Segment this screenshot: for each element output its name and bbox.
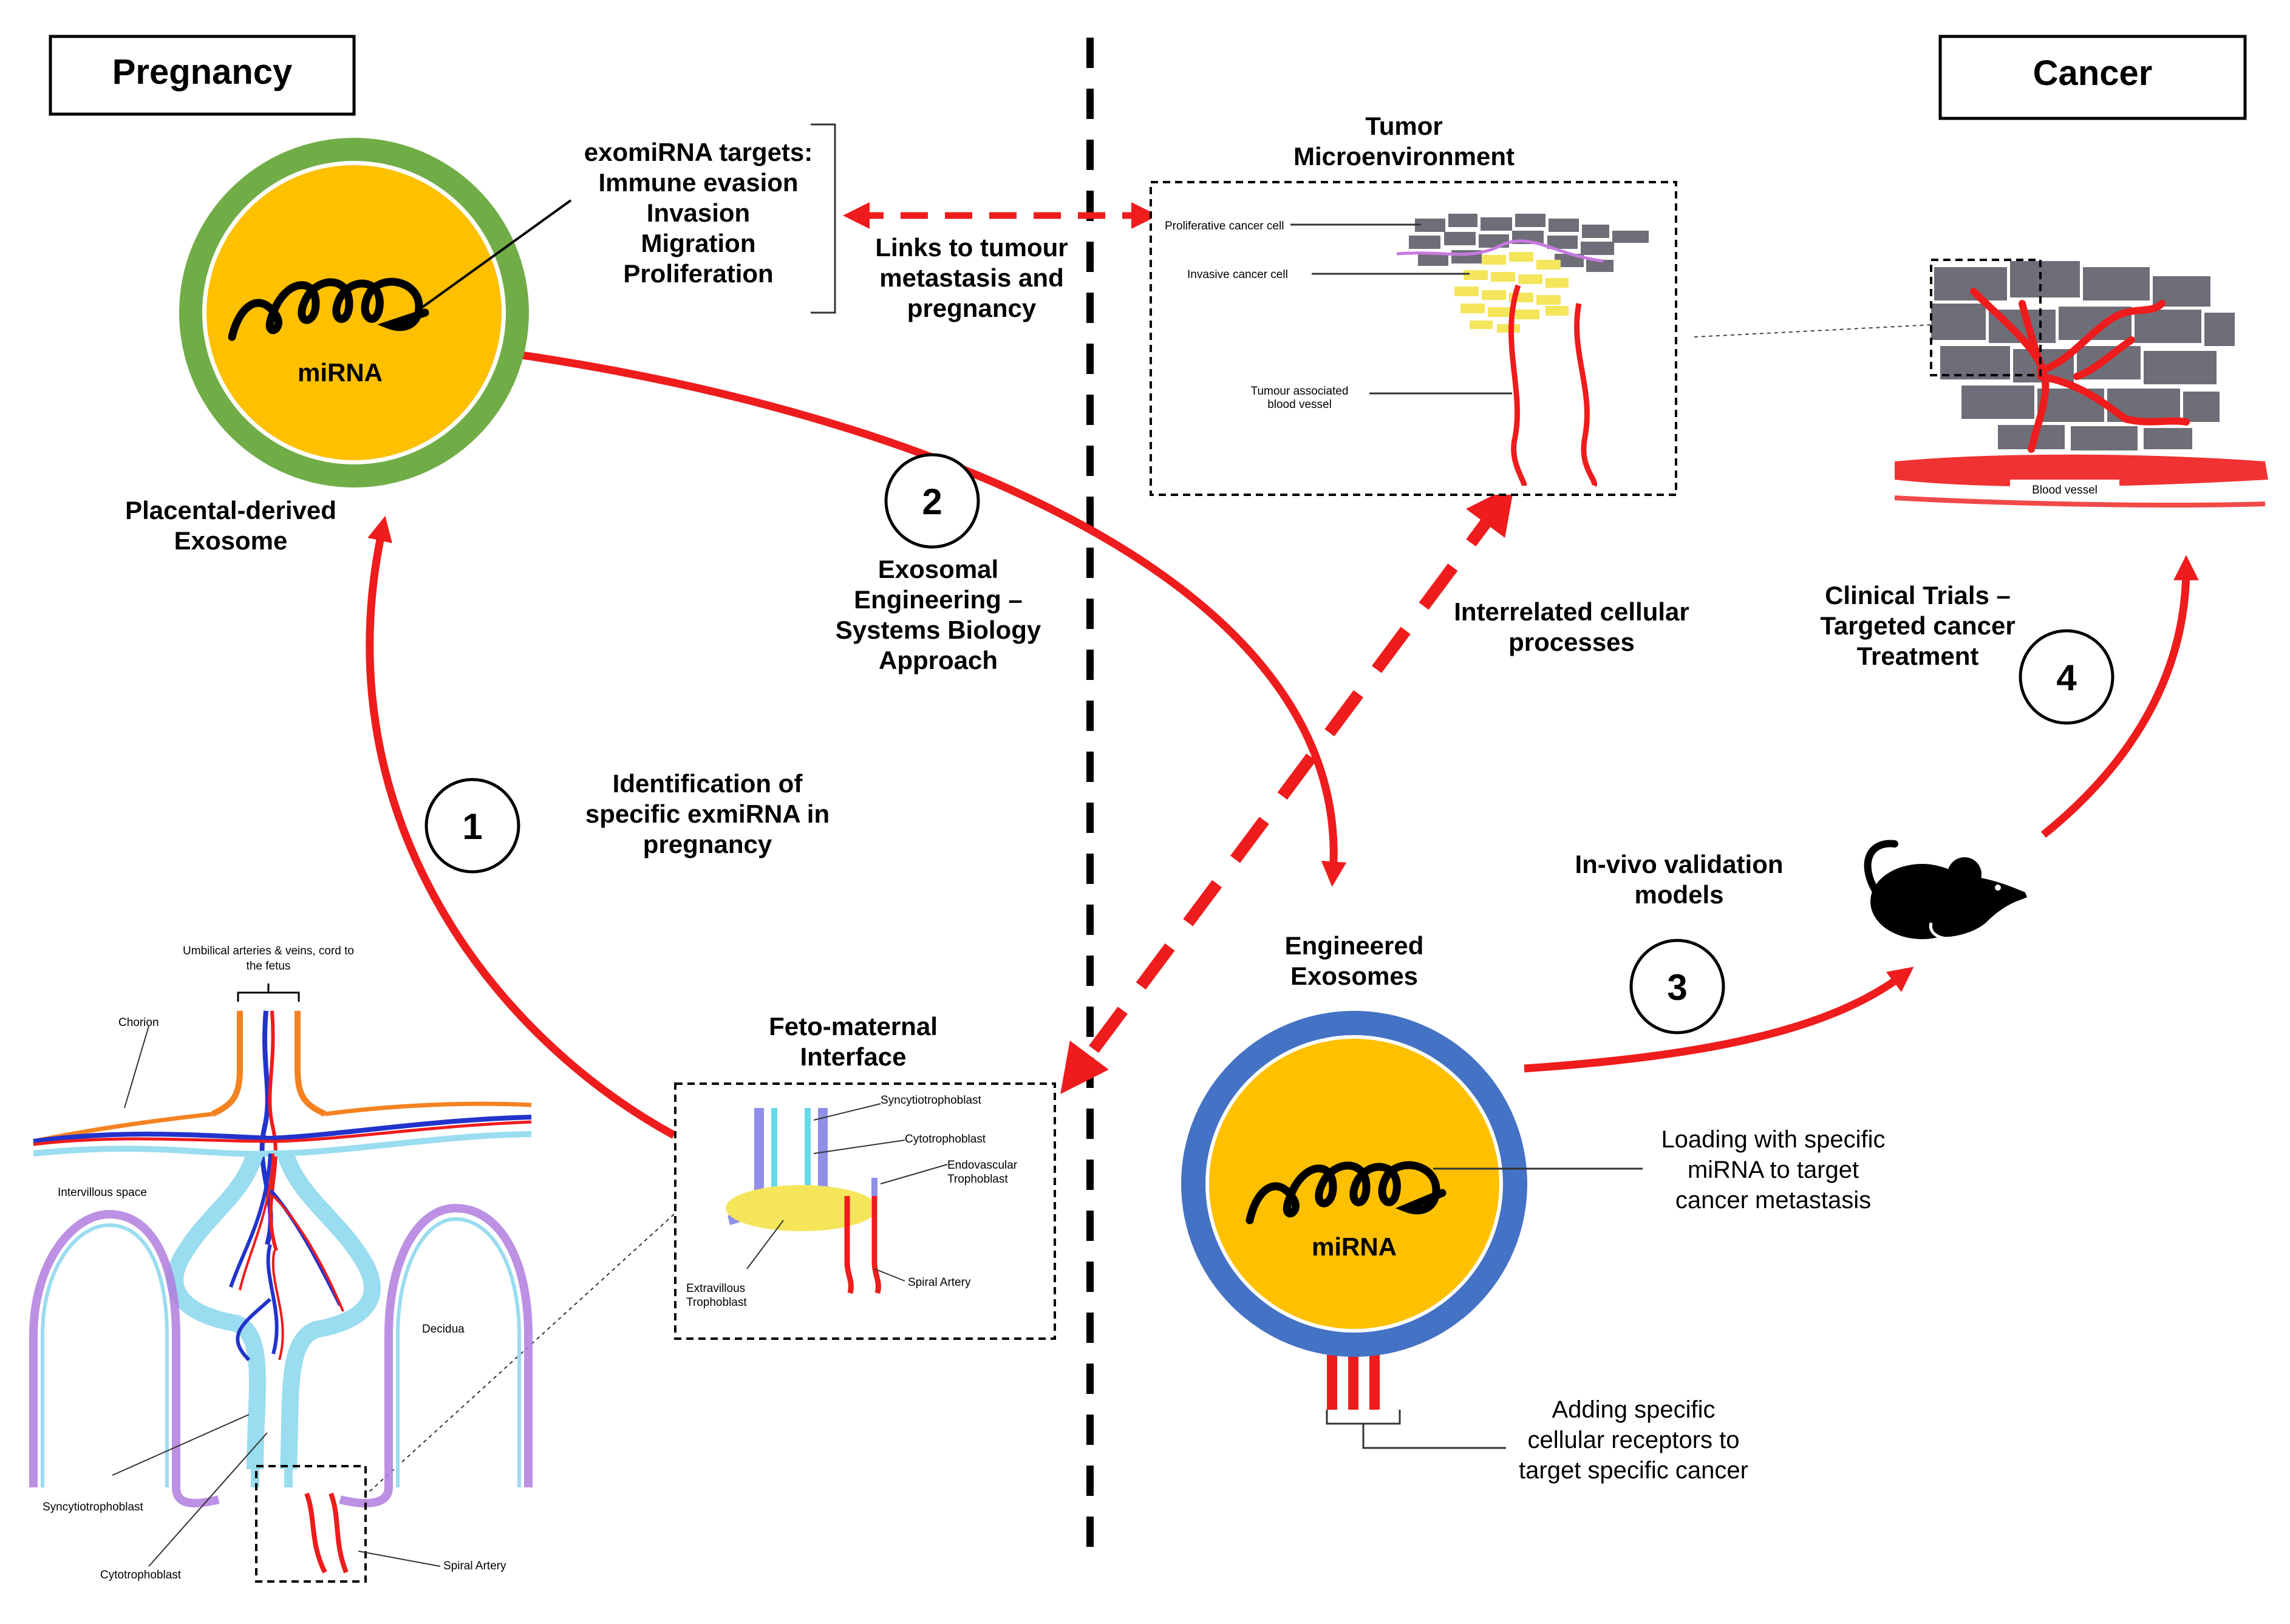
tumor-title-2: Microenvironment (1293, 142, 1515, 171)
placental-exosome-caption-1: Placental-derived (125, 496, 336, 525)
feto-title-1: Feto-maternal (769, 1012, 938, 1041)
step-2-text: Engineering – (854, 585, 1023, 614)
pregnancy-header: Pregnancy (49, 35, 356, 116)
step-1-text: pregnancy (643, 830, 772, 858)
links-label-3: pregnancy (907, 294, 1037, 322)
arrow-step-4 (2040, 555, 2199, 838)
placenta-label-decidua: Decidua (422, 1323, 465, 1336)
placenta-label-cyto: Cytotrophoblast (100, 1569, 182, 1582)
step-2-text: Systems Biology (836, 616, 1041, 644)
tumor-label-vessel-1: Tumour associated (1251, 385, 1349, 398)
cancer-header: Cancer (1938, 35, 2247, 120)
step-number-3: 3 (1667, 967, 1687, 1008)
placental-mirna-label: miRNA (298, 358, 383, 387)
step-1-text: Identification of (613, 769, 803, 798)
tumour-vessel (1508, 284, 1527, 486)
tumor-label-vessel-2: blood vessel (1267, 398, 1332, 411)
step-4-text: Targeted cancer (1820, 611, 2015, 640)
mouse-icon (1864, 840, 2027, 940)
engineered-exosome: miRNA (1181, 1011, 1643, 1449)
decidua-right (339, 1203, 533, 1507)
engineered-mirna-strand-icon (1246, 1161, 1447, 1225)
receptors-text-3: target specific cancer (1519, 1457, 1748, 1484)
placental-exosome-caption-2: Exosome (174, 526, 288, 555)
step-number-1: 1 (462, 806, 482, 847)
engineered-title-1: Engineered (1285, 931, 1424, 960)
target-item: Immune evasion (598, 168, 798, 197)
feto-title-2: Interface (800, 1042, 906, 1071)
placenta-illustration: Umbilical arteries & veins, cord to the … (29, 945, 533, 1583)
step-circle-4: 4 (2019, 629, 2115, 725)
step-number-2: 2 (922, 481, 942, 522)
placenta-label-chorion: Chorion (118, 1016, 159, 1029)
step-4-text: Clinical Trials – (1825, 581, 2011, 610)
invasive-cells (1454, 252, 1569, 333)
feto-maternal-panel: Syncytiotrophoblast Cytotrophoblast Endo… (674, 1082, 1056, 1340)
step-circle-1: 1 (424, 778, 520, 874)
loading-text-2: miRNA to target (1688, 1157, 1859, 1183)
cancer-header-text: Cancer (2033, 53, 2153, 93)
placenta-label-cord-2: the fetus (247, 960, 291, 973)
blood-vessel-label: Blood vessel (2032, 484, 2097, 497)
feto-label-cyto: Cytotrophoblast (905, 1133, 986, 1146)
step-1-text: specific exmiRNA in (585, 800, 830, 828)
target-item: Proliferation (623, 259, 773, 288)
loading-text-1: Loading with specific (1661, 1126, 1885, 1153)
interrelated-label-2: processes (1508, 628, 1635, 656)
step-circle-2: 2 (884, 453, 980, 549)
arrow-step-1 (366, 515, 676, 1139)
arrow-step-3 (1524, 967, 1914, 1073)
decidua-left (29, 1209, 220, 1507)
feto-label-endovascular-1: Endovascular (947, 1159, 1018, 1172)
target-item: Migration (641, 229, 756, 257)
targets-title: exomiRNA targets: (584, 138, 813, 166)
placenta-label-intervillous: Intervillous space (58, 1186, 147, 1199)
placenta-label-spiral: Spiral Artery (443, 1560, 506, 1572)
extravillous-cells (726, 1185, 877, 1231)
step-2-text: Approach (879, 646, 998, 674)
receptors-text-1: Adding specific (1552, 1396, 1715, 1423)
tumor-label-invasive: Invasive cancer cell (1187, 268, 1288, 281)
step-4-text: Treatment (1857, 642, 1979, 670)
step-3-text: In-vivo validation (1575, 850, 1783, 878)
engineered-title-2: Exosomes (1290, 962, 1418, 990)
loading-text-3: cancer metastasis (1675, 1187, 1871, 1214)
step-circle-3: 3 (1629, 939, 1725, 1035)
receptor-bracket (1326, 1410, 1506, 1449)
pregnancy-header-text: Pregnancy (112, 52, 293, 92)
tumor-microenvironment-panel: Proliferative cancer cell Invasive cance… (1150, 181, 1677, 496)
interrelated-dashed-arrow (1060, 484, 1515, 1095)
feto-label-endovascular-2: Trophoblast (947, 1173, 1008, 1186)
step-3-text: models (1634, 880, 1723, 909)
cancer-tissue: Blood vessel (1894, 259, 2268, 508)
interrelated-label-1: Interrelated cellular (1454, 597, 1689, 626)
receptors-text-2: cellular receptors to (1527, 1427, 1739, 1453)
feto-label-extravillous-1: Extravillous (686, 1282, 745, 1295)
links-label-2: metastasis and (879, 263, 1063, 292)
step-2-text: Exosomal (878, 555, 998, 583)
target-item: Invasion (647, 199, 750, 227)
step-number-4: 4 (2056, 657, 2077, 698)
tumor-label-proliferative: Proliferative cancer cell (1165, 220, 1284, 233)
placenta-label-cord-1: Umbilical arteries & veins, cord to (183, 945, 354, 957)
engineered-mirna-label: miRNA (1312, 1232, 1397, 1261)
mirna-strand-icon (228, 277, 429, 341)
feto-label-spiral: Spiral Artery (908, 1276, 971, 1289)
placental-exosome: miRNA (179, 138, 572, 488)
targets-bracket (811, 123, 836, 314)
feto-label-syncytio: Syncytiotrophoblast (881, 1094, 982, 1107)
placenta-label-syncytio: Syncytiotrophoblast (43, 1501, 144, 1514)
feto-label-extravillous-2: Trophoblast (686, 1296, 747, 1309)
links-label-1: Links to tumour (875, 233, 1068, 262)
exomirna-targets: exomiRNA targets: Immune evasion Invasio… (584, 123, 836, 314)
blood-vessel (1895, 454, 2268, 487)
tumor-title-1: Tumor (1365, 112, 1443, 140)
